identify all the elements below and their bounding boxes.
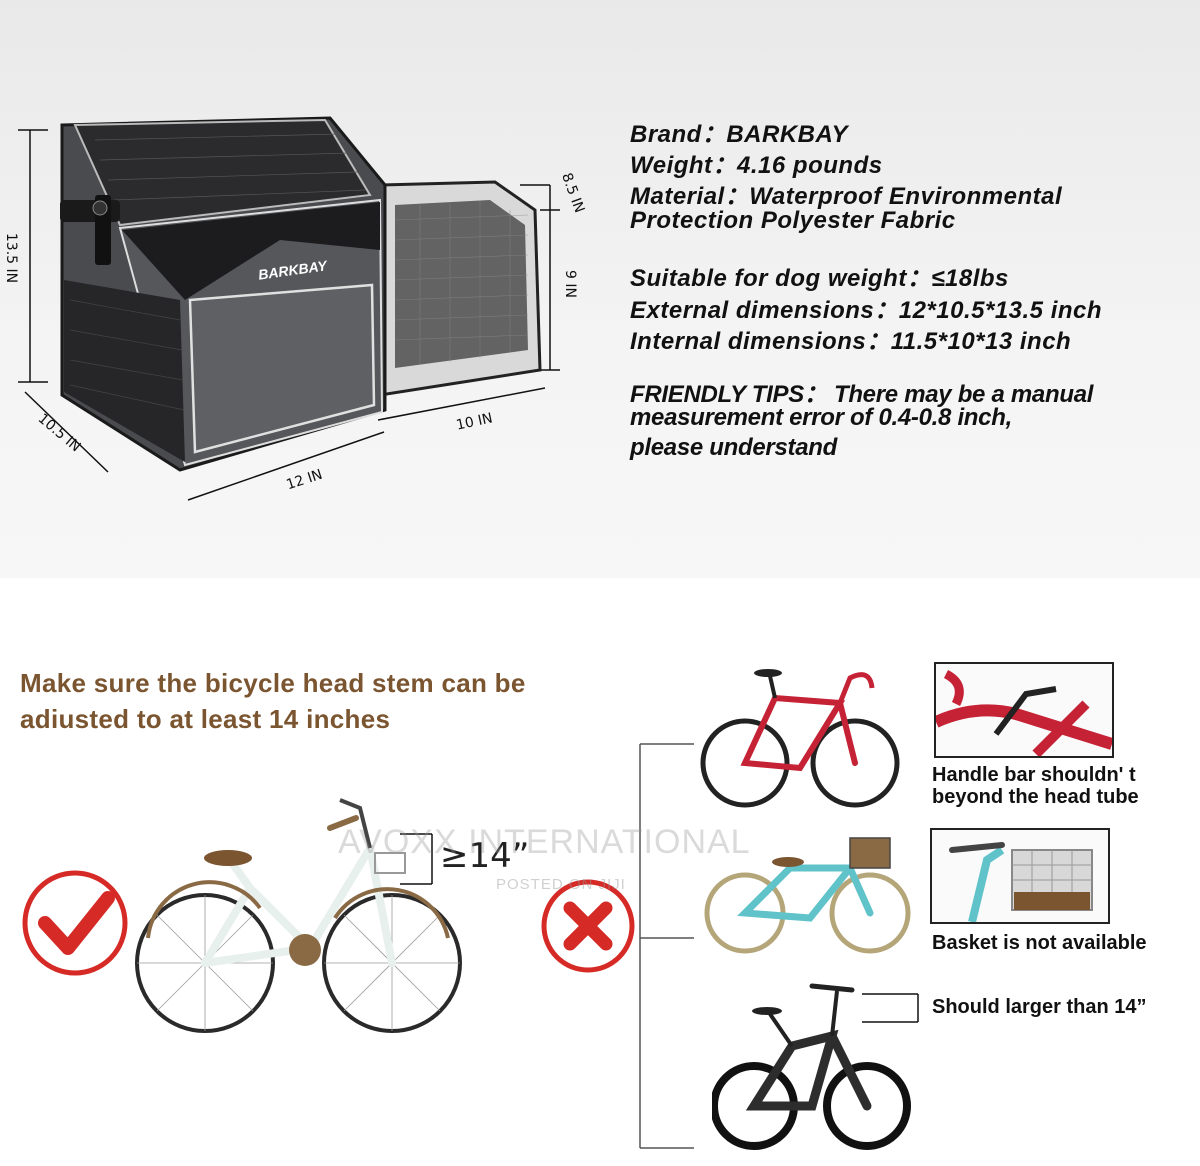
- pet-carrier-illustration: [18, 116, 560, 501]
- stem-height-bracket: [862, 993, 919, 1023]
- road-bicycle-image: [700, 669, 900, 808]
- product-spec-panel: BARKBAY 13.5 IN 10.5 IN 12 IN 10 IN 8.5 …: [0, 0, 1200, 578]
- basket-bicycle-image: [704, 837, 911, 954]
- spec-internal-dimensions: Internal dimensions：11.5*10*13 inch: [630, 328, 1072, 355]
- bicycle-compatibility-panel: Make sure the bicycle head stem can be a…: [0, 578, 1200, 1162]
- spec-material-cont: Protection Polyester Fabric: [630, 207, 956, 234]
- handlebar-caption-line1: Handle bar shouldn' t: [932, 764, 1136, 786]
- friendly-tips-line2: measurement error of 0.4-0.8 inch,: [630, 404, 1012, 431]
- check-icon: [22, 870, 128, 976]
- stem-measure-label: ≥14”: [440, 836, 530, 876]
- friendly-tips-line3: please understand: [630, 434, 837, 461]
- cross-icon: [541, 879, 635, 973]
- basket-caption: Basket is not available: [932, 932, 1147, 954]
- watermark-sub: POSTED ON JIJI: [496, 876, 626, 893]
- city-bicycle-image: [135, 798, 462, 1033]
- spec-external-dimensions: External dimensions：12*10.5*13.5 inch: [630, 297, 1103, 324]
- basket-closeup-photo: [930, 828, 1110, 924]
- headline-line2: adiusted to at least 14 inches: [20, 704, 391, 734]
- spec-weight: Weight：4.16 pounds: [630, 152, 883, 179]
- handlebar-closeup-photo: [934, 662, 1114, 758]
- spec-brand: Brand：BARKBAY: [630, 121, 849, 148]
- spec-dog-weight: Suitable for dog weight：≤18lbs: [630, 265, 1009, 292]
- headline-line1: Make sure the bicycle head stem can be: [20, 668, 526, 698]
- spec-material: Material：Waterproof Environmental: [630, 183, 1063, 210]
- examples-bracket: [639, 743, 694, 1149]
- watermark-main: AVOXX INTERNATIONAL: [338, 823, 751, 861]
- mountain-bicycle-image: [712, 983, 911, 1150]
- handlebar-caption-line2: beyond the head tube: [932, 786, 1139, 808]
- dimension-ext-height-label: 9 IN: [561, 270, 578, 298]
- friendly-tips-line1: FRIENDLY TIPS： There may be a manual: [630, 381, 1094, 408]
- dimension-height-label: 13.5 IN: [3, 232, 20, 284]
- stem-caption: Should larger than 14”: [932, 996, 1147, 1018]
- stem-measure-bracket: [400, 833, 433, 885]
